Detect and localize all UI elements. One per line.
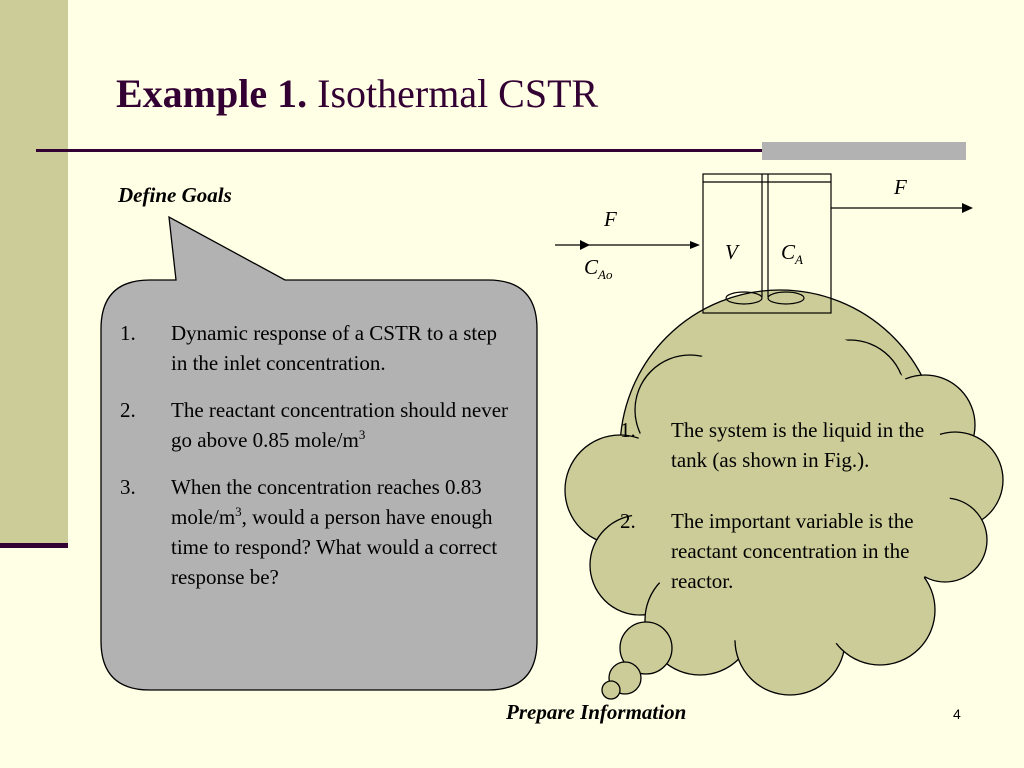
item-text: When the concentration reaches 0.83 mole… (171, 472, 515, 592)
list-item: 3. When the concentration reaches 0.83 m… (120, 472, 515, 592)
outlet-flow-label: F (894, 175, 907, 199)
title-bold: Example 1. (116, 71, 308, 116)
define-goals-label: Define Goals (118, 183, 232, 207)
inlet-conc-subscript: Ao (598, 267, 613, 283)
superscript: 3 (235, 504, 242, 519)
left-sidebar-band (0, 0, 68, 546)
title-underline (36, 149, 966, 152)
information-list: 1. The system is the liquid in the tank … (620, 415, 965, 627)
item-number: 2. (120, 398, 136, 422)
item-text: The system is the liquid in the tank (as… (671, 418, 925, 472)
impeller-left (725, 291, 763, 305)
item-text: The reactant concentration should never … (171, 395, 515, 455)
goals-list: 1. Dynamic response of a CSTR to a step … (120, 318, 515, 609)
item-text: Dynamic response of a CSTR to a step in … (171, 321, 498, 375)
item-number: 2. (620, 509, 636, 533)
impeller-right (767, 291, 805, 305)
list-item: 2. The important variable is the reactan… (620, 506, 965, 596)
item-number: 3. (120, 475, 136, 499)
page-number: 4 (953, 706, 961, 722)
item-text-main: The reactant concentration should never … (171, 398, 509, 452)
title-rest: Isothermal CSTR (307, 71, 599, 116)
goals-callout-shape (100, 215, 538, 691)
item-text: The important variable is the reactant c… (671, 509, 914, 593)
slide-title: Example 1. Isothermal CSTR (116, 70, 598, 117)
item-text-before: When the concentration reaches 0.83 mole… (171, 475, 482, 529)
prepare-information-label: Prepare Information (506, 700, 687, 724)
inlet-flow-label: F (604, 207, 617, 231)
inlet-conc-symbol: C (584, 255, 599, 279)
item-number: 1. (620, 418, 636, 442)
tank-body (702, 173, 832, 314)
item-text-after: , would a person have enough time to res… (171, 505, 498, 589)
superscript: 3 (358, 427, 366, 442)
tank-concentration-label: CA (781, 240, 803, 268)
thought-bubbles (601, 621, 673, 700)
list-item: 1. The system is the liquid in the tank … (620, 415, 965, 475)
list-item: 2. The reactant concentration should nev… (120, 395, 515, 455)
cstr-diagram (555, 173, 973, 314)
left-sidebar-rule (0, 543, 68, 548)
tank-conc-symbol: C (781, 240, 796, 264)
volume-label: V (725, 240, 738, 264)
tank-conc-subscript: A (795, 252, 803, 268)
title-accent-bar (762, 142, 966, 160)
list-item: 1. Dynamic response of a CSTR to a step … (120, 318, 515, 378)
item-number: 1. (120, 321, 136, 345)
inlet-concentration-label: CAo (584, 255, 613, 283)
